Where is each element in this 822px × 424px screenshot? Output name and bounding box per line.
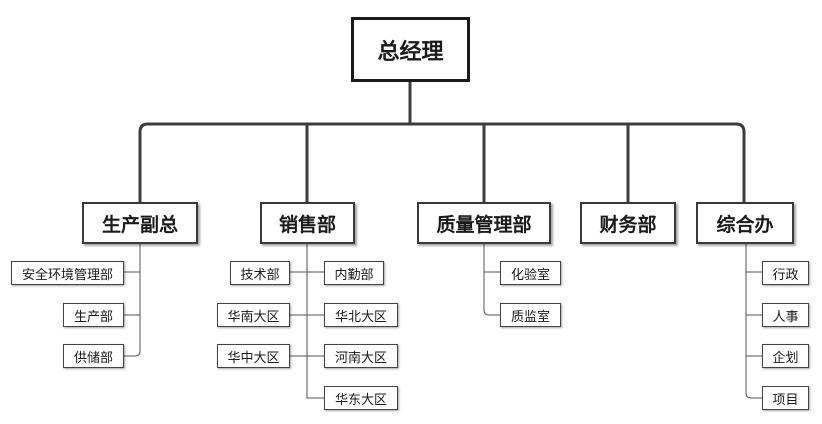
dept-node-sales[interactable]: 销售部 <box>260 202 355 244</box>
child-node[interactable]: 行政 <box>762 261 809 285</box>
child-node[interactable]: 企划 <box>762 344 809 368</box>
root-node[interactable]: 总经理 <box>351 17 470 82</box>
child-node[interactable]: 华中大区 <box>217 344 290 368</box>
dept-node-quality[interactable]: 质量管理部 <box>417 202 551 244</box>
child-node[interactable]: 供储部 <box>63 344 124 368</box>
child-node[interactable]: 生产部 <box>63 303 124 327</box>
child-node[interactable]: 华东大区 <box>324 386 398 410</box>
child-node[interactable]: 河南大区 <box>324 344 398 368</box>
connector-children-1 <box>124 244 141 357</box>
child-node[interactable]: 华南大区 <box>217 303 290 327</box>
dept-node-admin[interactable]: 综合办 <box>696 202 794 244</box>
child-node[interactable]: 项目 <box>762 386 809 410</box>
child-node[interactable]: 质监室 <box>500 303 561 327</box>
connector-children-5 <box>745 244 762 399</box>
dept-node-production[interactable]: 生产副总 <box>82 202 198 244</box>
child-node[interactable]: 化验室 <box>500 261 561 285</box>
child-node[interactable]: 华北大区 <box>324 303 398 327</box>
connector-bus <box>138 122 746 202</box>
dept-node-finance[interactable]: 财务部 <box>580 202 676 244</box>
child-node[interactable]: 内勤部 <box>324 261 384 285</box>
child-node[interactable]: 安全环境管理部 <box>11 261 124 285</box>
child-node[interactable]: 人事 <box>762 303 809 327</box>
connector-children-2 <box>290 244 324 399</box>
connector-children-3 <box>483 244 500 316</box>
child-node[interactable]: 技术部 <box>230 261 290 285</box>
